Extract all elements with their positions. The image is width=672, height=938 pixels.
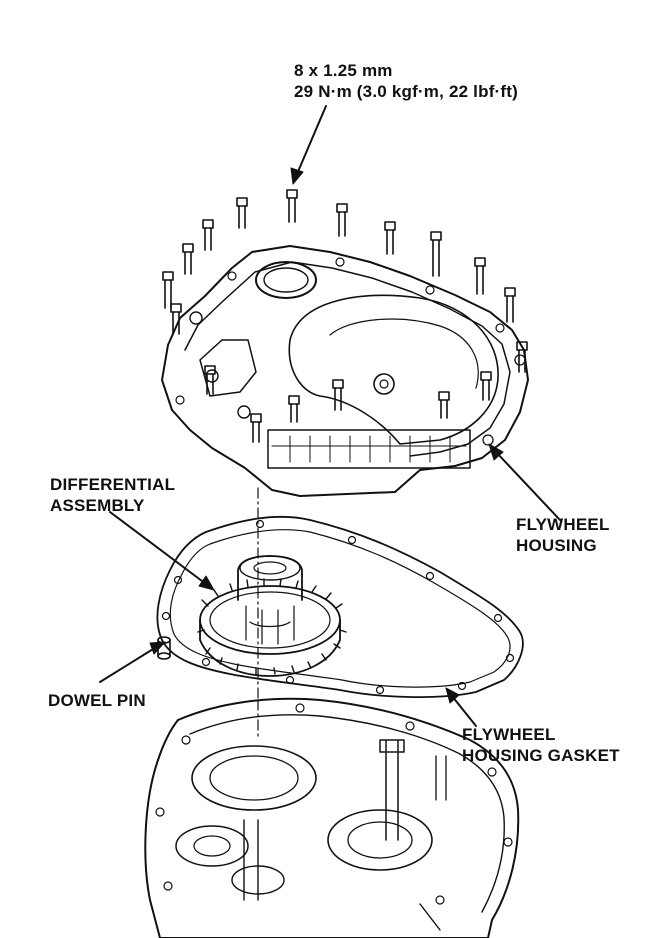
dowel-pin-label-text: DOWEL PIN	[48, 691, 146, 710]
dowel-pin-label: DOWEL PIN	[48, 690, 146, 711]
housing-bolts	[162, 189, 528, 443]
differential-assembly-label: DIFFERENTIAL ASSEMBLY	[50, 474, 175, 516]
torque-spec-thread: 8 x 1.25 mm	[294, 61, 393, 80]
leader-arrowheads	[149, 167, 504, 704]
flywheel-housing-gasket-part	[156, 515, 524, 698]
transmission-housing-part	[144, 697, 520, 938]
dowel-pin-leader-line	[99, 645, 159, 683]
differential-leader-line	[109, 511, 207, 585]
differential-label-line1: DIFFERENTIAL	[50, 475, 176, 494]
torque-spec-callout: 8 x 1.25 mm 29 N·m (3.0 kgf·m, 22 lbf·ft…	[294, 60, 518, 102]
gasket-leader-line	[451, 695, 477, 727]
flywheel-housing-leader-line	[495, 451, 561, 521]
flywheel-housing-label-line2: HOUSING	[516, 536, 597, 555]
flywheel-housing-label-line1: FLYWHEEL	[516, 515, 610, 534]
differential-label-line2: ASSEMBLY	[50, 496, 145, 515]
gasket-label-line2: HOUSING GASKET	[462, 746, 620, 765]
flywheel-housing-label: FLYWHEEL HOUSING	[516, 514, 610, 556]
flywheel-housing-gasket-label: FLYWHEEL HOUSING GASKET	[462, 724, 620, 766]
torque-spec-value: 29 N·m (3.0 kgf·m, 22 lbf·ft)	[294, 82, 518, 101]
flywheel-housing-part	[161, 245, 529, 497]
differential-assembly-part	[197, 555, 347, 677]
leader-lines	[99, 105, 561, 727]
torque-leader-line	[296, 105, 327, 175]
gasket-label-line1: FLYWHEEL	[462, 725, 556, 744]
